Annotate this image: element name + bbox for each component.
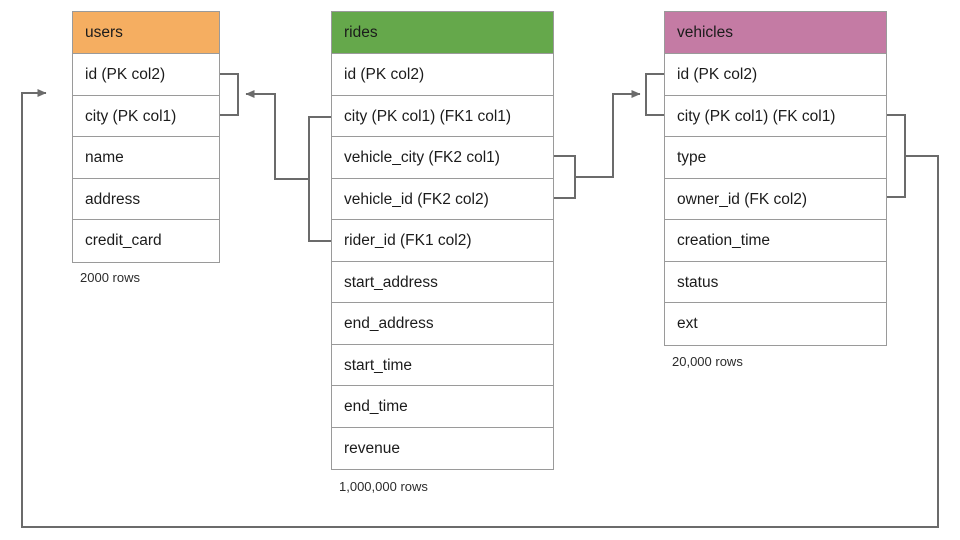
table-users-column-city[interactable]: city (PK col1) bbox=[73, 96, 219, 137]
table-rides[interactable]: rides id (PK col2) city (PK col1) (FK1 c… bbox=[331, 11, 554, 470]
table-rides-header: rides bbox=[332, 12, 553, 54]
table-rides-column-vehicle-city[interactable]: vehicle_city (FK2 col1) bbox=[332, 137, 553, 179]
table-vehicles-column-status[interactable]: status bbox=[665, 262, 886, 303]
table-vehicles-header: vehicles bbox=[665, 12, 886, 54]
table-users-row-count: 2000 rows bbox=[80, 270, 140, 285]
table-users-column-address[interactable]: address bbox=[73, 179, 219, 220]
table-rides-column-end-time[interactable]: end_time bbox=[332, 386, 553, 428]
table-rides-column-id[interactable]: id (PK col2) bbox=[332, 54, 553, 96]
table-vehicles-column-creation-time[interactable]: creation_time bbox=[665, 220, 886, 262]
table-vehicles[interactable]: vehicles id (PK col2) city (PK col1) (FK… bbox=[664, 11, 887, 346]
table-vehicles-row-count: 20,000 rows bbox=[672, 354, 743, 369]
table-rides-column-start-time[interactable]: start_time bbox=[332, 345, 553, 386]
table-rides-column-rider-id[interactable]: rider_id (FK1 col2) bbox=[332, 220, 553, 262]
table-users-column-credit-card[interactable]: credit_card bbox=[85, 232, 162, 249]
table-users[interactable]: users id (PK col2) city (PK col1) name a… bbox=[72, 11, 220, 263]
table-rides-row-count: 1,000,000 rows bbox=[339, 479, 428, 494]
table-vehicles-column-city[interactable]: city (PK col1) (FK col1) bbox=[665, 96, 886, 137]
table-users-column-id[interactable]: id (PK col2) bbox=[73, 54, 219, 96]
table-rides-column-start-address[interactable]: start_address bbox=[332, 262, 553, 303]
table-users-column-name[interactable]: name bbox=[73, 137, 219, 179]
connector-rides-fk2-vehicles bbox=[554, 73, 664, 199]
table-rides-column-end-address[interactable]: end_address bbox=[332, 303, 553, 345]
table-vehicles-column-ext[interactable]: ext bbox=[677, 315, 698, 332]
connector-rides-fk1-users bbox=[245, 90, 331, 242]
table-rides-column-city[interactable]: city (PK col1) (FK1 col1) bbox=[332, 96, 553, 137]
table-rides-column-revenue[interactable]: revenue bbox=[344, 439, 401, 457]
table-vehicles-column-owner-id[interactable]: owner_id (FK col2) bbox=[665, 179, 886, 220]
table-users-header: users bbox=[73, 12, 219, 54]
connector-users-target-bracket bbox=[220, 73, 239, 116]
table-vehicles-column-id[interactable]: id (PK col2) bbox=[665, 54, 886, 96]
table-rides-column-vehicle-id[interactable]: vehicle_id (FK2 col2) bbox=[332, 179, 553, 220]
table-vehicles-column-type[interactable]: type bbox=[665, 137, 886, 179]
